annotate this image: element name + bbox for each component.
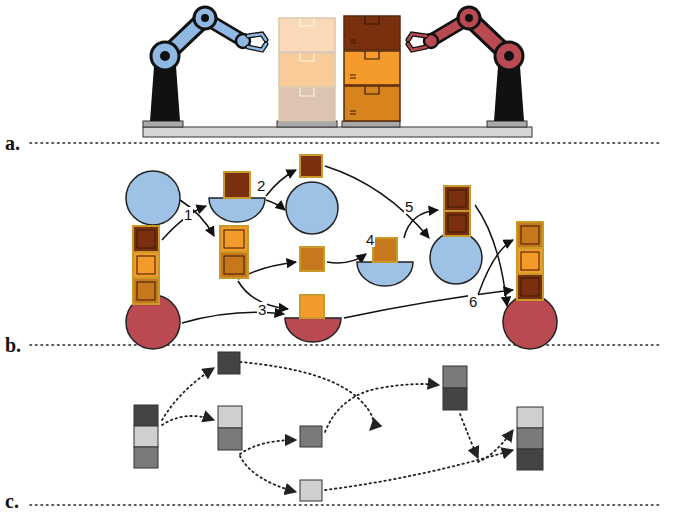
robot-arm <box>150 7 266 121</box>
separator <box>30 143 662 505</box>
panel-letter: a. <box>4 133 21 153</box>
step-number: 2 <box>256 178 266 193</box>
box-stack <box>344 16 400 121</box>
panel-letter: c. <box>4 491 20 511</box>
box-stack-faded <box>279 18 335 121</box>
step-number: 6 <box>468 294 478 309</box>
plan-graph <box>126 155 557 349</box>
platform <box>143 121 532 137</box>
robot-arm <box>408 7 524 121</box>
step-number: 3 <box>257 302 267 317</box>
abstract-graph <box>134 352 543 501</box>
step-number: 1 <box>183 207 193 222</box>
panel-letter: b. <box>4 335 22 355</box>
step-number: 4 <box>365 232 375 247</box>
step-number: 5 <box>404 199 414 214</box>
